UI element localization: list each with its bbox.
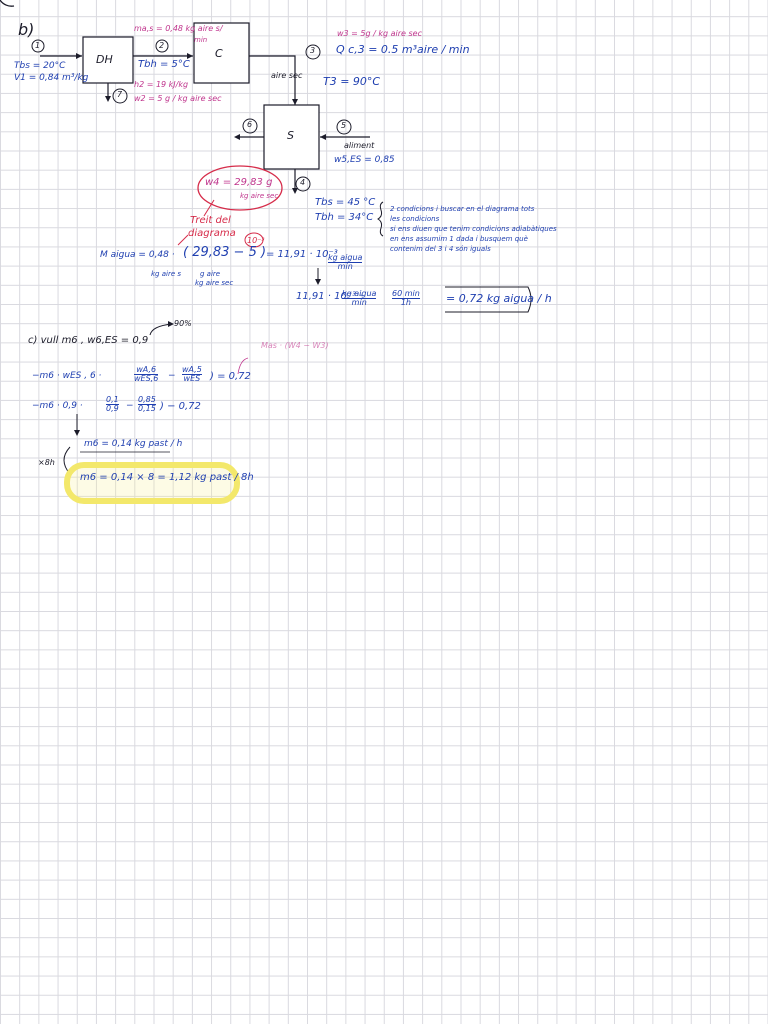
note-line-4: en ens assumim 1 dada i busquem què: [390, 235, 528, 243]
stream-3-temperature: T3 = 90°C: [323, 75, 381, 88]
stream-2-enthalpy: h2 = 19 kJ/kg: [134, 80, 189, 89]
note-line-3: si ens diuen que tenim condicions adiabà…: [390, 225, 557, 233]
note-line-2: les condicions: [390, 215, 440, 223]
stream-4-tbs: Tbs = 45 °C: [315, 197, 376, 208]
stream-5-label: aliment: [344, 141, 375, 150]
unit-dh-box: [82, 36, 134, 84]
balance-line-2-minus: −: [126, 401, 134, 411]
part-c-mas-note: Mas · (W4 − W3): [261, 341, 329, 350]
stream-2-mass-flow-unit: min: [194, 36, 208, 44]
stream-6-number: 6: [247, 120, 253, 129]
stream-4-humidity: w4 = 29,83 g: [205, 177, 273, 188]
unit-dh-label: DH: [96, 53, 113, 66]
stream-2-mass-flow: ma,s = 0,48 kg aire s/: [134, 24, 223, 33]
balance-line-1-left: −m6 · wES , 6 ·: [32, 371, 102, 381]
water-mass-paren: ( 29,83 − 5 ): [183, 245, 267, 260]
water-mass-unit-1: kg aire s: [151, 270, 182, 278]
water-per-hour-result: = 0,72 kg aigua / h: [446, 292, 552, 305]
stream-1-tbs: Tbs = 20°C: [14, 61, 66, 71]
stream-1-number: 1: [35, 41, 41, 50]
unit-c-label: C: [215, 47, 223, 60]
stream-3-flow: Q c,3 = 0.5 m³aire / min: [336, 43, 470, 56]
diagram-source-1: Treit del: [190, 215, 231, 226]
stream-2-number: 2: [159, 41, 165, 50]
result-highlight: [64, 462, 240, 504]
stream-4-number: 4: [300, 178, 306, 187]
times-8h-label: ×8h: [38, 458, 55, 467]
stream-2-humidity: w2 = 5 g / kg aire sec: [134, 94, 222, 103]
water-mass-unit-2b: kg aire sec: [195, 279, 234, 287]
m6-result: m6 = 0,14 kg past / h: [84, 439, 183, 449]
stream-4-tbh: Tbh = 34°C: [315, 212, 374, 223]
stream-3-label: aire sec: [271, 71, 303, 80]
conversion-lhs: 11,91 · 10⁻³ ·: [296, 291, 363, 302]
stream-7-number: 7: [117, 90, 123, 99]
note-line-5: contenim del 3 i 4 són iguals: [390, 245, 491, 253]
unit-c-box: [193, 22, 250, 84]
water-mass-result: = 11,91 · 10⁻³: [266, 249, 338, 260]
unit-s-label: S: [287, 129, 294, 142]
part-c-percent: 90%: [174, 319, 192, 328]
water-mass-exponent: 10⁻³: [247, 236, 265, 245]
m6-total-result: m6 = 0,14 × 8 = 1,12 kg past / 8h: [80, 472, 254, 483]
water-mass-label: M aigua = 0,48 ·: [100, 250, 175, 260]
balance-line-1-right: ) = 0,72: [210, 371, 251, 382]
balance-line-1-minus: −: [168, 371, 176, 381]
diagram-source-2: diagrama: [188, 228, 236, 239]
stream-5-number: 5: [341, 121, 347, 130]
stream-1-volume: V1 = 0,84 m³/kg: [14, 73, 89, 83]
stream-4-humidity-unit: kg aire sec: [240, 192, 279, 200]
part-c-label: c) vull m6 , w6,ES = 0,9: [28, 335, 149, 346]
part-b-label: b): [18, 20, 35, 39]
balance-line-2-right: ) − 0,72: [160, 401, 201, 412]
stream-2-tbh: Tbh = 5°C: [138, 59, 190, 70]
balance-line-2-left: −m6 · 0,9 ·: [32, 401, 83, 411]
note-line-1: 2 condicions i buscar en el diagrama tot…: [390, 205, 535, 213]
water-mass-unit-2a: g aire: [200, 270, 221, 278]
stream-5-humidity: w5,ES = 0,85: [334, 155, 395, 165]
stream-3-humidity: w3 = 5g / kg aire sec: [337, 29, 422, 38]
stream-3-number: 3: [310, 46, 316, 55]
unit-s-box: [263, 104, 320, 170]
